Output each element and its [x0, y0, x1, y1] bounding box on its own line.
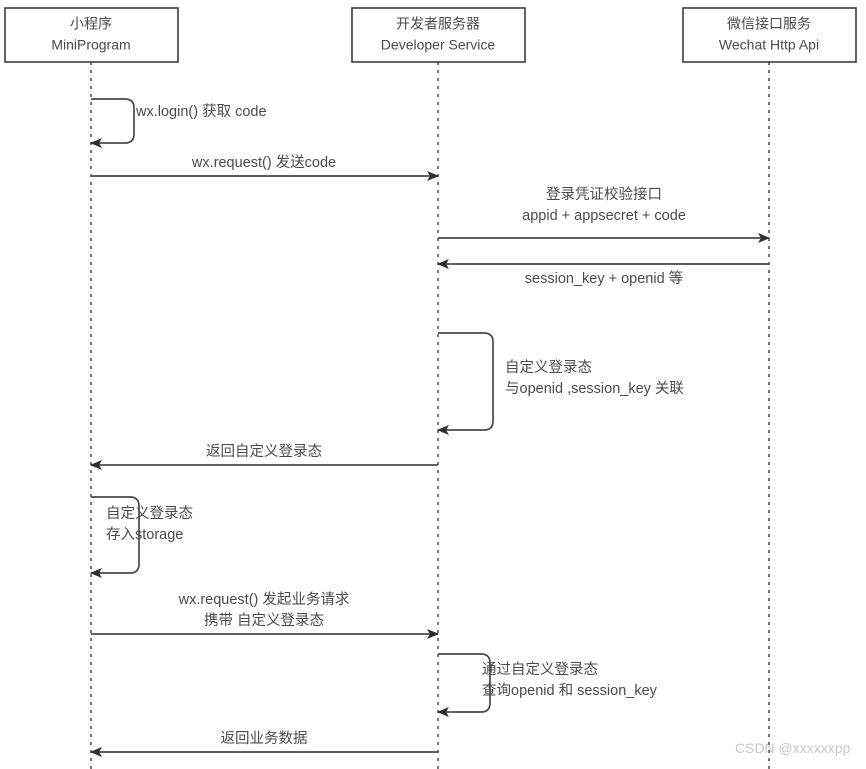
message-label: 返回业务数据 [221, 730, 308, 747]
message-1-arrow[interactable]: wx.request() 发送code [91, 154, 439, 181]
message-label: wx.request() 发起业务请求 [178, 591, 350, 608]
actor-box-developer [351, 7, 526, 63]
actor-name-en-miniprogram: MiniProgram [51, 37, 130, 53]
message-5-arrow[interactable]: 返回自定义登录态 [90, 443, 438, 470]
self-message-loop [90, 98, 135, 148]
actor-name-cn-wechat: 微信接口服务 [727, 16, 811, 32]
message-label: 与openid ,session_key 关联 [505, 380, 684, 397]
actor-name-en-developer: Developer Service [381, 37, 496, 53]
actor-name-cn-miniprogram: 小程序 [70, 16, 112, 32]
actor-name-cn-developer: 开发者服务器 [396, 16, 480, 32]
message-label: 登录凭证校验接口 [546, 186, 662, 203]
message-label: 通过自定义登录态 [482, 661, 598, 678]
actor-wechat[interactable]: 微信接口服务 Wechat Http Api [682, 7, 857, 63]
message-label: 携带 自定义登录态 [204, 612, 324, 629]
watermark-label: CSDN @xxxxxxpp [735, 740, 851, 756]
message-3-arrow[interactable]: session_key + openid 等 [437, 259, 769, 287]
message-label: wx.request() 发送code [191, 154, 336, 171]
message-label: wx.login() 获取 code [135, 103, 267, 120]
message-label: appid + appsecret + code [522, 208, 686, 224]
message-label: 存入storage [106, 526, 183, 543]
actor-box-wechat [682, 7, 857, 63]
messages-group: wx.login() 获取 code wx.request() 发送code 登录凭… [90, 98, 770, 757]
message-label: 自定义登录态 [505, 359, 592, 376]
actor-developer[interactable]: 开发者服务器 Developer Service [351, 7, 526, 63]
lifelines-group [90, 62, 770, 769]
actor-miniprogram[interactable]: 小程序 MiniProgram [4, 7, 179, 63]
actor-box-miniprogram [4, 7, 179, 63]
message-2-arrow[interactable]: 登录凭证校验接口 appid + appsecret + code [438, 186, 770, 243]
self-message-loop [90, 496, 140, 578]
message-0-self[interactable]: wx.login() 获取 code [90, 98, 267, 148]
message-label: session_key + openid 等 [525, 269, 683, 287]
self-message-loop [437, 332, 494, 435]
actors-group: 小程序 MiniProgram 开发者服务器 Developer Service 微信接… [4, 7, 857, 63]
message-9-arrow[interactable]: 返回业务数据 [90, 730, 438, 757]
message-label: 返回自定义登录态 [206, 443, 322, 460]
message-label: 自定义登录态 [106, 505, 193, 522]
actor-name-en-wechat: Wechat Http Api [719, 37, 819, 53]
message-label: 查询openid 和 session_key [482, 682, 658, 699]
self-message-loop [437, 653, 491, 717]
